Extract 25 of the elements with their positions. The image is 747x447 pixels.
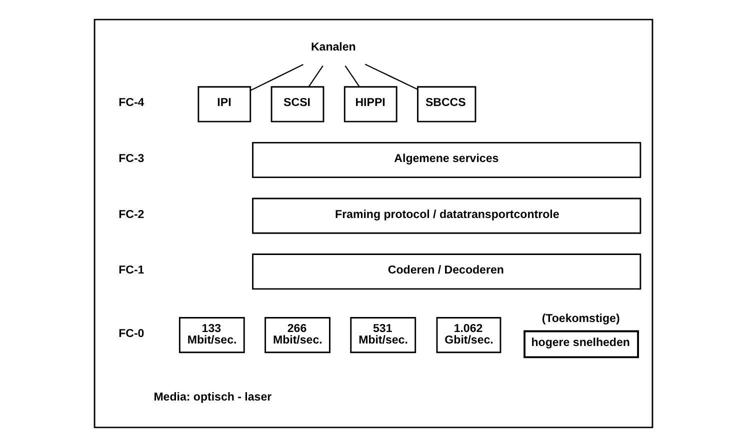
node-box: Algemene services: [252, 142, 642, 178]
node-box: 1.062 Gbit/sec.: [436, 317, 502, 354]
node-box: hogere snelheden: [524, 330, 639, 358]
node-box: 266 Mbit/sec.: [264, 317, 330, 354]
connector: [250, 64, 304, 91]
label: FC-2: [118, 208, 144, 221]
label: FC-0: [118, 328, 144, 340]
label: Media: optisch - laser: [154, 392, 272, 404]
node-text: Kanalen: [310, 41, 356, 54]
cluster: [94, 18, 654, 428]
node-box: HIPPI: [344, 86, 398, 122]
node-box: SBCCS: [417, 86, 476, 122]
label: FC-4: [118, 97, 144, 110]
node-label: (Toekomstige): [542, 313, 620, 326]
label: FC-3: [118, 153, 144, 166]
node-box: Framing protocol / datatransportcontrole: [252, 198, 642, 234]
node-box: SCSI: [270, 86, 324, 122]
node-box: 531 Mbit/sec.: [350, 317, 416, 354]
node-box: Coderen / Decoderen: [252, 254, 642, 290]
connector: [364, 64, 418, 90]
label: FC-1: [118, 264, 144, 277]
node-box: IPI: [198, 86, 252, 122]
node-box: 133 Mbit/sec.: [178, 317, 245, 354]
connector: [308, 66, 324, 88]
connector: [344, 66, 360, 88]
